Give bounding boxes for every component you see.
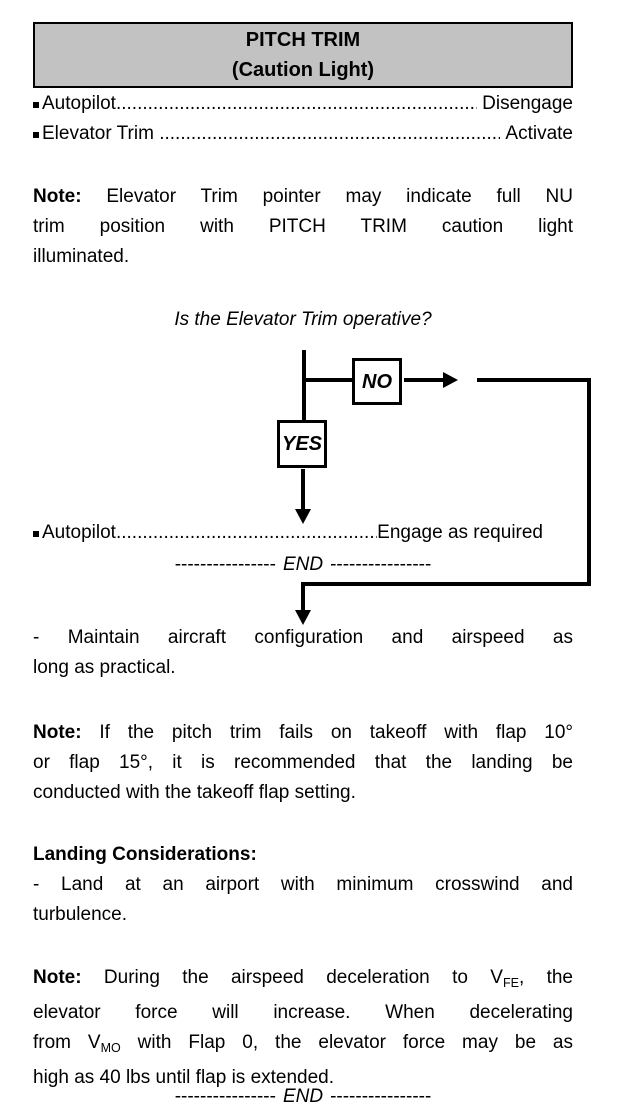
text-line: illuminated. bbox=[33, 242, 573, 272]
text-line: Note: If the pitch trim fails on takeoff… bbox=[33, 718, 573, 748]
subscript-vfe: FE bbox=[502, 976, 519, 990]
checklist-action: Disengage bbox=[482, 93, 573, 114]
checklist: Autopilot ..............................… bbox=[33, 89, 573, 149]
text-line: trim position with PITCH TRIM caution li… bbox=[33, 212, 573, 242]
end-divider: ---------------- END ---------------- bbox=[33, 1082, 573, 1112]
checklist-row: Autopilot ..............................… bbox=[33, 518, 543, 548]
body-text: long as practical. bbox=[33, 657, 176, 678]
note-label: Note: bbox=[33, 186, 82, 207]
subscript-vmo: MO bbox=[100, 1041, 121, 1055]
checklist-label: Autopilot bbox=[42, 93, 116, 114]
text-line: Note: During the airspeed deceleration t… bbox=[33, 963, 573, 998]
flowchart-no-box: NO bbox=[352, 358, 402, 405]
note-text: , the bbox=[518, 967, 573, 988]
yes-label: YES bbox=[281, 433, 323, 455]
note-pitch-trim-takeoff: Note: If the pitch trim fails on takeoff… bbox=[33, 718, 573, 808]
text-line: high as 40 lbs until flap is extended. bbox=[33, 1063, 573, 1093]
note-airspeed-deceleration: Note: During the airspeed deceleration t… bbox=[33, 963, 573, 1093]
end-label: END bbox=[282, 554, 324, 575]
text-line: - Land at an airport with minimum crossw… bbox=[33, 870, 573, 900]
dotted-leader: ........................................… bbox=[159, 123, 500, 144]
note-label: Note: bbox=[33, 722, 82, 743]
checklist-item-autopilot: Autopilot ..............................… bbox=[33, 89, 573, 119]
dotted-leader: ........................................… bbox=[115, 522, 378, 543]
flowchart-yes-box: YES bbox=[277, 420, 327, 468]
note-text: or flap 15°, it is recommended that the … bbox=[33, 752, 573, 773]
note-text: illuminated. bbox=[33, 246, 130, 267]
note-text: If the pitch trim fails on takeoff with … bbox=[81, 722, 573, 743]
bullet-square-icon bbox=[33, 101, 39, 108]
checklist-action: Activate bbox=[505, 123, 573, 144]
checklist-label: Autopilot bbox=[42, 522, 116, 543]
note-elevator-trim-pointer: Note: Elevator Trim pointer may indicate… bbox=[33, 182, 573, 272]
text-line: long as practical. bbox=[33, 653, 573, 683]
text-line: or flap 15°, it is recommended that the … bbox=[33, 748, 573, 778]
text-line: conducted with the takeoff flap setting. bbox=[33, 778, 573, 808]
body-text: turbulence. bbox=[33, 904, 128, 925]
body-text: - Land at an airport with minimum crossw… bbox=[33, 874, 573, 895]
note-text: Elevator Trim pointer may indicate full … bbox=[81, 186, 573, 207]
bullet-square-icon bbox=[33, 530, 39, 537]
section-heading: Landing Considerations: bbox=[33, 840, 573, 870]
text-line: Note: Elevator Trim pointer may indicate… bbox=[33, 182, 573, 212]
text-line: turbulence. bbox=[33, 900, 573, 930]
checklist-label: Elevator Trim bbox=[42, 123, 160, 144]
body-text: - Maintain aircraft configuration and ai… bbox=[33, 627, 573, 648]
note-text: high as 40 lbs until flap is extended. bbox=[33, 1067, 335, 1088]
procedure-subtitle: (Caution Light) bbox=[231, 59, 375, 81]
procedure-title: PITCH TRIM bbox=[245, 29, 361, 51]
landing-considerations: Landing Considerations: - Land at an air… bbox=[33, 840, 573, 930]
note-text: During the airspeed deceleration to V bbox=[81, 967, 503, 988]
end-dashes: ---------------- bbox=[174, 1086, 276, 1107]
end-dashes: ---------------- bbox=[330, 1086, 432, 1107]
maintain-instruction: - Maintain aircraft configuration and ai… bbox=[33, 623, 573, 683]
note-text: from V bbox=[33, 1032, 101, 1053]
note-text: elevator force will increase. When decel… bbox=[33, 1002, 573, 1023]
note-text: trim position with PITCH TRIM caution li… bbox=[33, 216, 573, 237]
procedure-title-box: PITCH TRIM (Caution Light) bbox=[33, 22, 573, 88]
checklist-item-autopilot-engage: Autopilot ..............................… bbox=[33, 518, 543, 548]
end-divider: ---------------- END ---------------- bbox=[33, 550, 573, 580]
text-line: - Maintain aircraft configuration and ai… bbox=[33, 623, 573, 653]
heading-text: Landing Considerations: bbox=[33, 844, 257, 865]
note-text: with Flap 0, the elevator force may be a… bbox=[120, 1032, 574, 1053]
checklist-action: Engage as required bbox=[377, 522, 543, 543]
note-label: Note: bbox=[33, 967, 82, 988]
dotted-leader: ........................................… bbox=[115, 93, 477, 114]
question-text: Is the Elevator Trim operative? bbox=[174, 309, 432, 330]
flowchart-question: Is the Elevator Trim operative? bbox=[33, 305, 573, 335]
end-dashes: ---------------- bbox=[174, 554, 276, 575]
end-label: END bbox=[282, 1086, 324, 1107]
note-text: conducted with the takeoff flap setting. bbox=[33, 782, 356, 803]
text-line: from VMO with Flap 0, the elevator force… bbox=[33, 1028, 573, 1063]
bullet-square-icon bbox=[33, 131, 39, 138]
arrowhead-right-icon bbox=[443, 372, 458, 388]
no-label: NO bbox=[362, 370, 392, 393]
checklist-item-elevator-trim: Elevator Trim ..........................… bbox=[33, 119, 573, 149]
text-line: elevator force will increase. When decel… bbox=[33, 998, 573, 1028]
end-dashes: ---------------- bbox=[330, 554, 432, 575]
